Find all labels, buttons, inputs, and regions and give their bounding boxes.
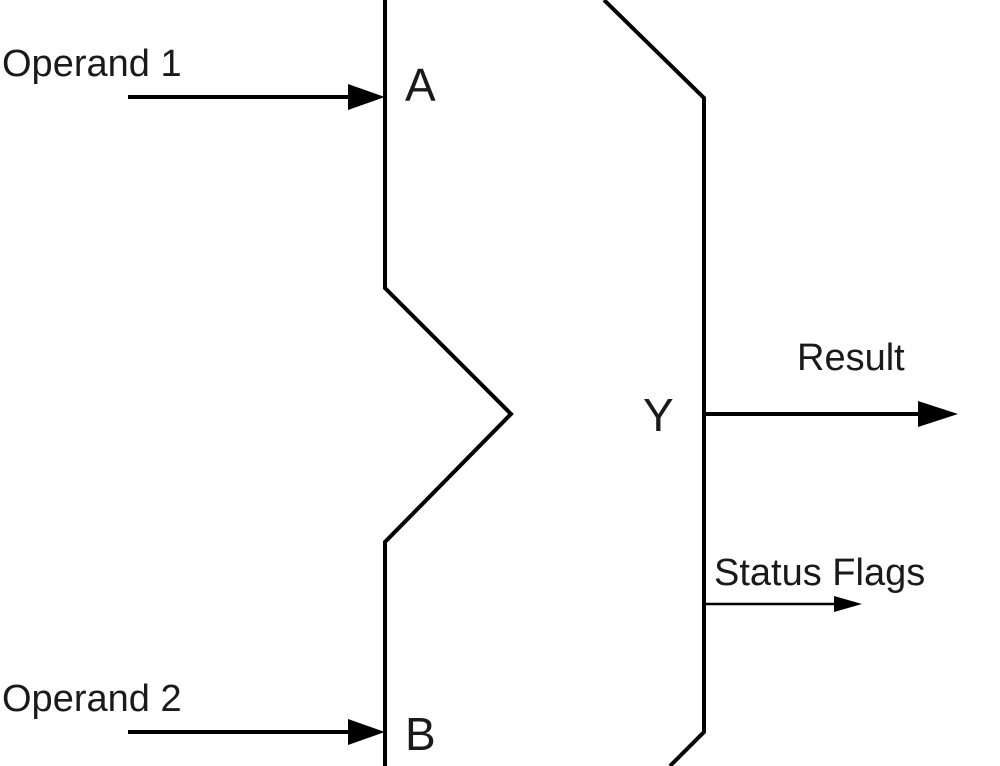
alu-left-edge [383,0,514,766]
operand-1-label: Operand 1 [2,43,182,85]
operand-2-arrowhead [348,719,385,745]
status-flags-label: Status Flags [714,552,925,594]
port-y-label: Y [643,389,674,441]
status-flags-arrowhead [834,596,862,612]
operand-2-label: Operand 2 [2,678,182,720]
port-a-label: A [405,59,436,111]
operand-1-arrowhead [348,84,385,110]
alu-right-edge [602,0,706,766]
result-label: Result [797,337,905,379]
result-arrowhead [918,401,958,427]
port-b-label: B [405,708,436,760]
